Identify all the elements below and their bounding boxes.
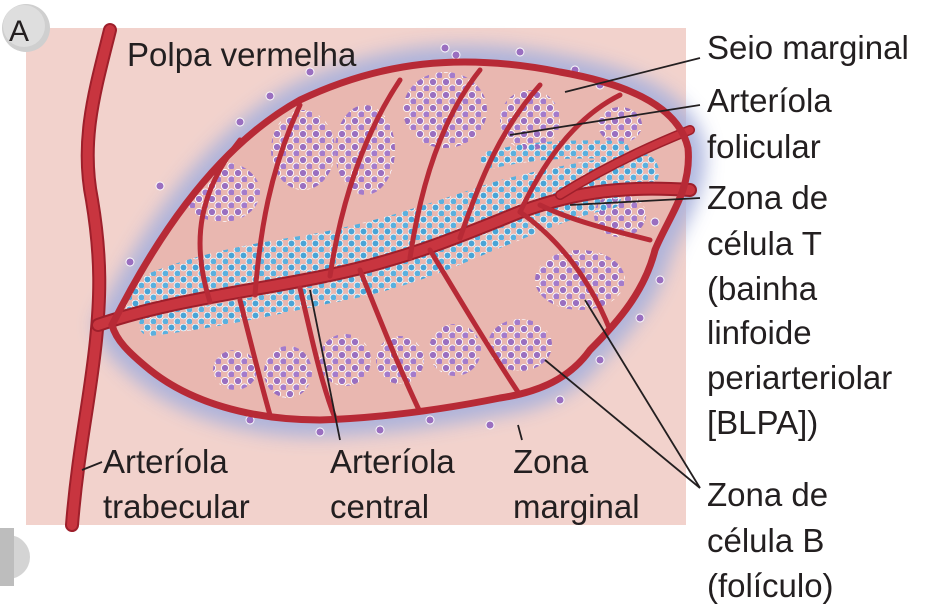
follicle [429, 324, 481, 376]
label-arteriola-folicular-2: folicular [707, 128, 821, 165]
panel-letter-a: A [9, 15, 29, 48]
label-zona-marginal-2: marginal [513, 488, 640, 525]
panel-badge-a: A [2, 4, 50, 52]
label-arteriola-trabecular-1: Arteríola [103, 443, 228, 480]
follicle [535, 250, 625, 310]
follicle [213, 350, 257, 390]
label-zona-marginal-1: Zona [513, 443, 589, 480]
label-zona-celula-b-1: Zona de [707, 476, 828, 513]
follicle [598, 107, 642, 143]
label-zona-celula-t-3: (bainha [707, 270, 818, 307]
label-zona-celula-t-2: célula T [707, 225, 822, 262]
panel-badge-b: B [0, 528, 30, 586]
label-arteriola-central-1: Arteríola [330, 443, 455, 480]
label-zona-celula-b-2: célula B [707, 522, 824, 559]
label-zona-celula-t-1: Zona de [707, 179, 828, 216]
label-arteriola-trabecular-2: trabecular [103, 488, 250, 525]
label-zona-celula-t-4: linfoide [707, 314, 812, 351]
label-arteriola-central-2: central [330, 488, 429, 525]
label-zona-celula-t-6: [BLPA]) [707, 404, 818, 441]
label-zona-celula-b-3: (folículo) [707, 567, 834, 604]
label-seio-marginal: Seio marginal [707, 29, 909, 66]
label-polpa-vermelha: Polpa vermelha [127, 36, 357, 73]
follicle [264, 346, 312, 398]
label-zona-celula-t-5: periarteriolar [707, 359, 892, 396]
follicle [376, 336, 424, 384]
follicle [403, 72, 487, 148]
label-arteriola-folicular-1: Arteríola [707, 82, 832, 119]
